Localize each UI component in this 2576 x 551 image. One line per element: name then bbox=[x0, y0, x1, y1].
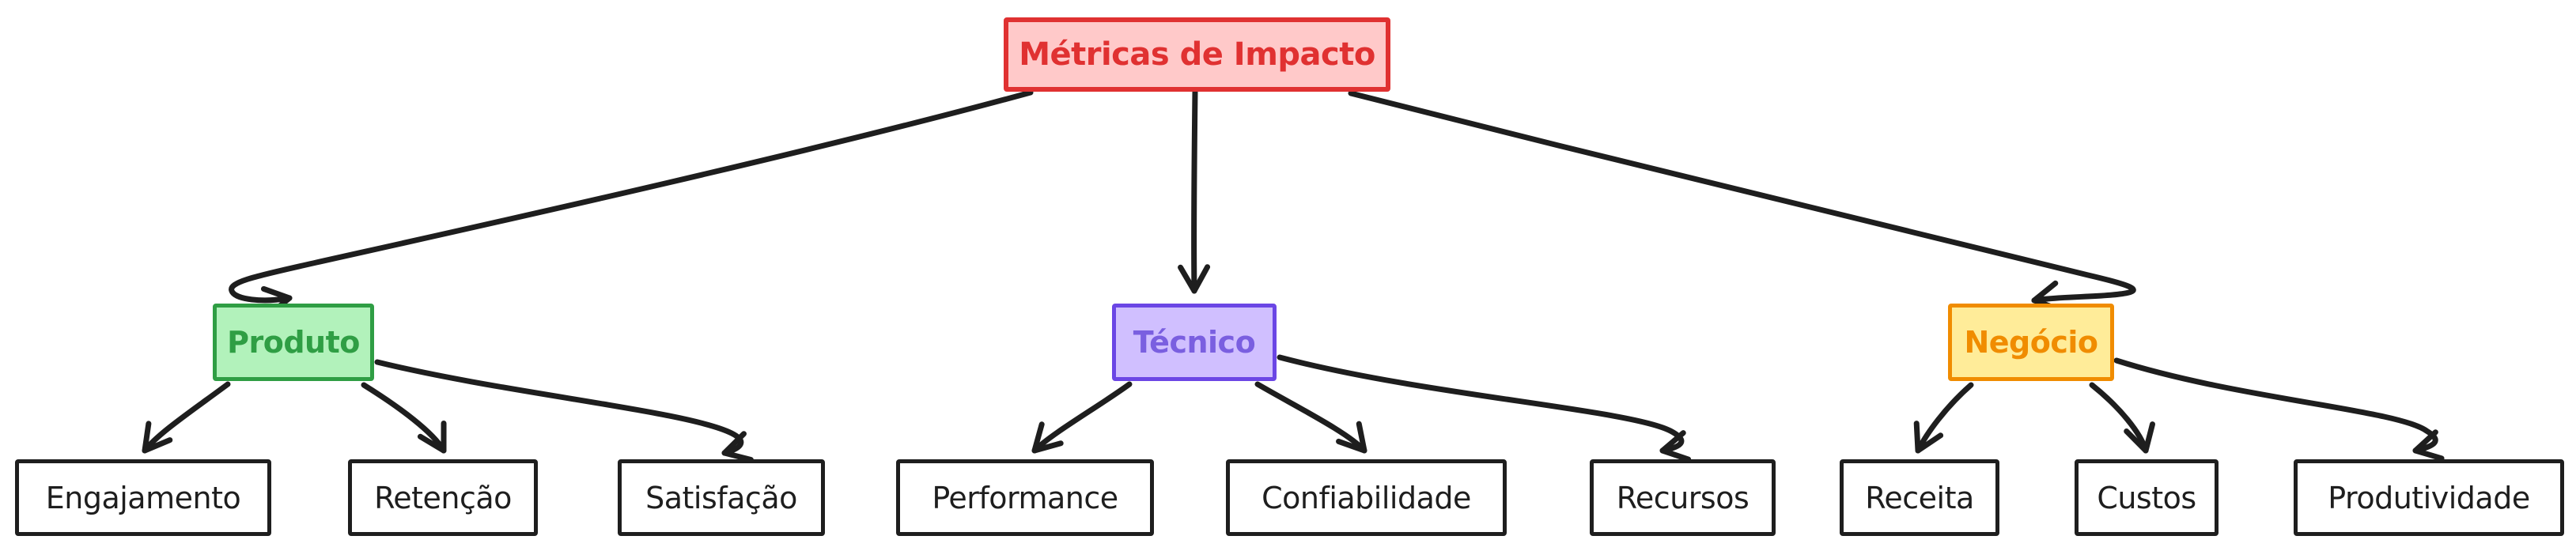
edge-tecnico-recursos bbox=[1277, 354, 1692, 462]
node-recursos: Recursos bbox=[1590, 459, 1776, 536]
node-receita: Receita bbox=[1840, 459, 1999, 536]
node-label: Produto bbox=[227, 325, 360, 360]
node-label: Satisfação bbox=[645, 480, 797, 515]
edge-produto-retencao bbox=[361, 382, 447, 454]
node-produtividade: Produtividade bbox=[2294, 459, 2564, 536]
edge-negocio-custos bbox=[2089, 382, 2155, 454]
edge-negocio-produtividade bbox=[2113, 357, 2445, 462]
node-retencao: Retenção bbox=[348, 459, 538, 536]
node-label: Métricas de Impacto bbox=[1019, 36, 1375, 73]
node-label: Retenção bbox=[374, 480, 512, 515]
edge-root-produto bbox=[229, 89, 1034, 319]
node-label: Produtividade bbox=[2328, 480, 2530, 515]
node-label: Engajamento bbox=[45, 480, 241, 515]
node-performance: Performance bbox=[896, 459, 1154, 536]
node-metricas-de-impacto: Métricas de Impacto bbox=[1004, 17, 1390, 92]
node-negocio: Negócio bbox=[1948, 304, 2114, 381]
node-produto: Produto bbox=[213, 304, 374, 381]
node-tecnico: Técnico bbox=[1112, 304, 1277, 381]
node-engajamento: Engajamento bbox=[15, 459, 271, 536]
edge-negocio-receita bbox=[1913, 382, 1974, 454]
edge-tecnico-performance bbox=[1031, 381, 1133, 454]
node-confiabilidade: Confiabilidade bbox=[1226, 459, 1507, 536]
edge-root-tecnico bbox=[1178, 89, 1211, 294]
node-label: Técnico bbox=[1133, 325, 1256, 360]
node-label: Recursos bbox=[1616, 480, 1749, 515]
node-label: Performance bbox=[932, 480, 1118, 515]
edge-produto-engajamento bbox=[142, 381, 231, 454]
node-label: Custos bbox=[2097, 480, 2196, 515]
edge-root-negocio bbox=[1348, 90, 2136, 313]
node-satisfacao: Satisfação bbox=[618, 459, 825, 536]
edge-tecnico-confiabilidade bbox=[1254, 381, 1367, 454]
node-label: Negócio bbox=[1964, 325, 2098, 360]
node-custos: Custos bbox=[2075, 459, 2219, 536]
node-label: Receita bbox=[1865, 480, 1974, 515]
node-label: Confiabilidade bbox=[1262, 480, 1471, 515]
edge-produto-satisfacao bbox=[374, 359, 754, 462]
